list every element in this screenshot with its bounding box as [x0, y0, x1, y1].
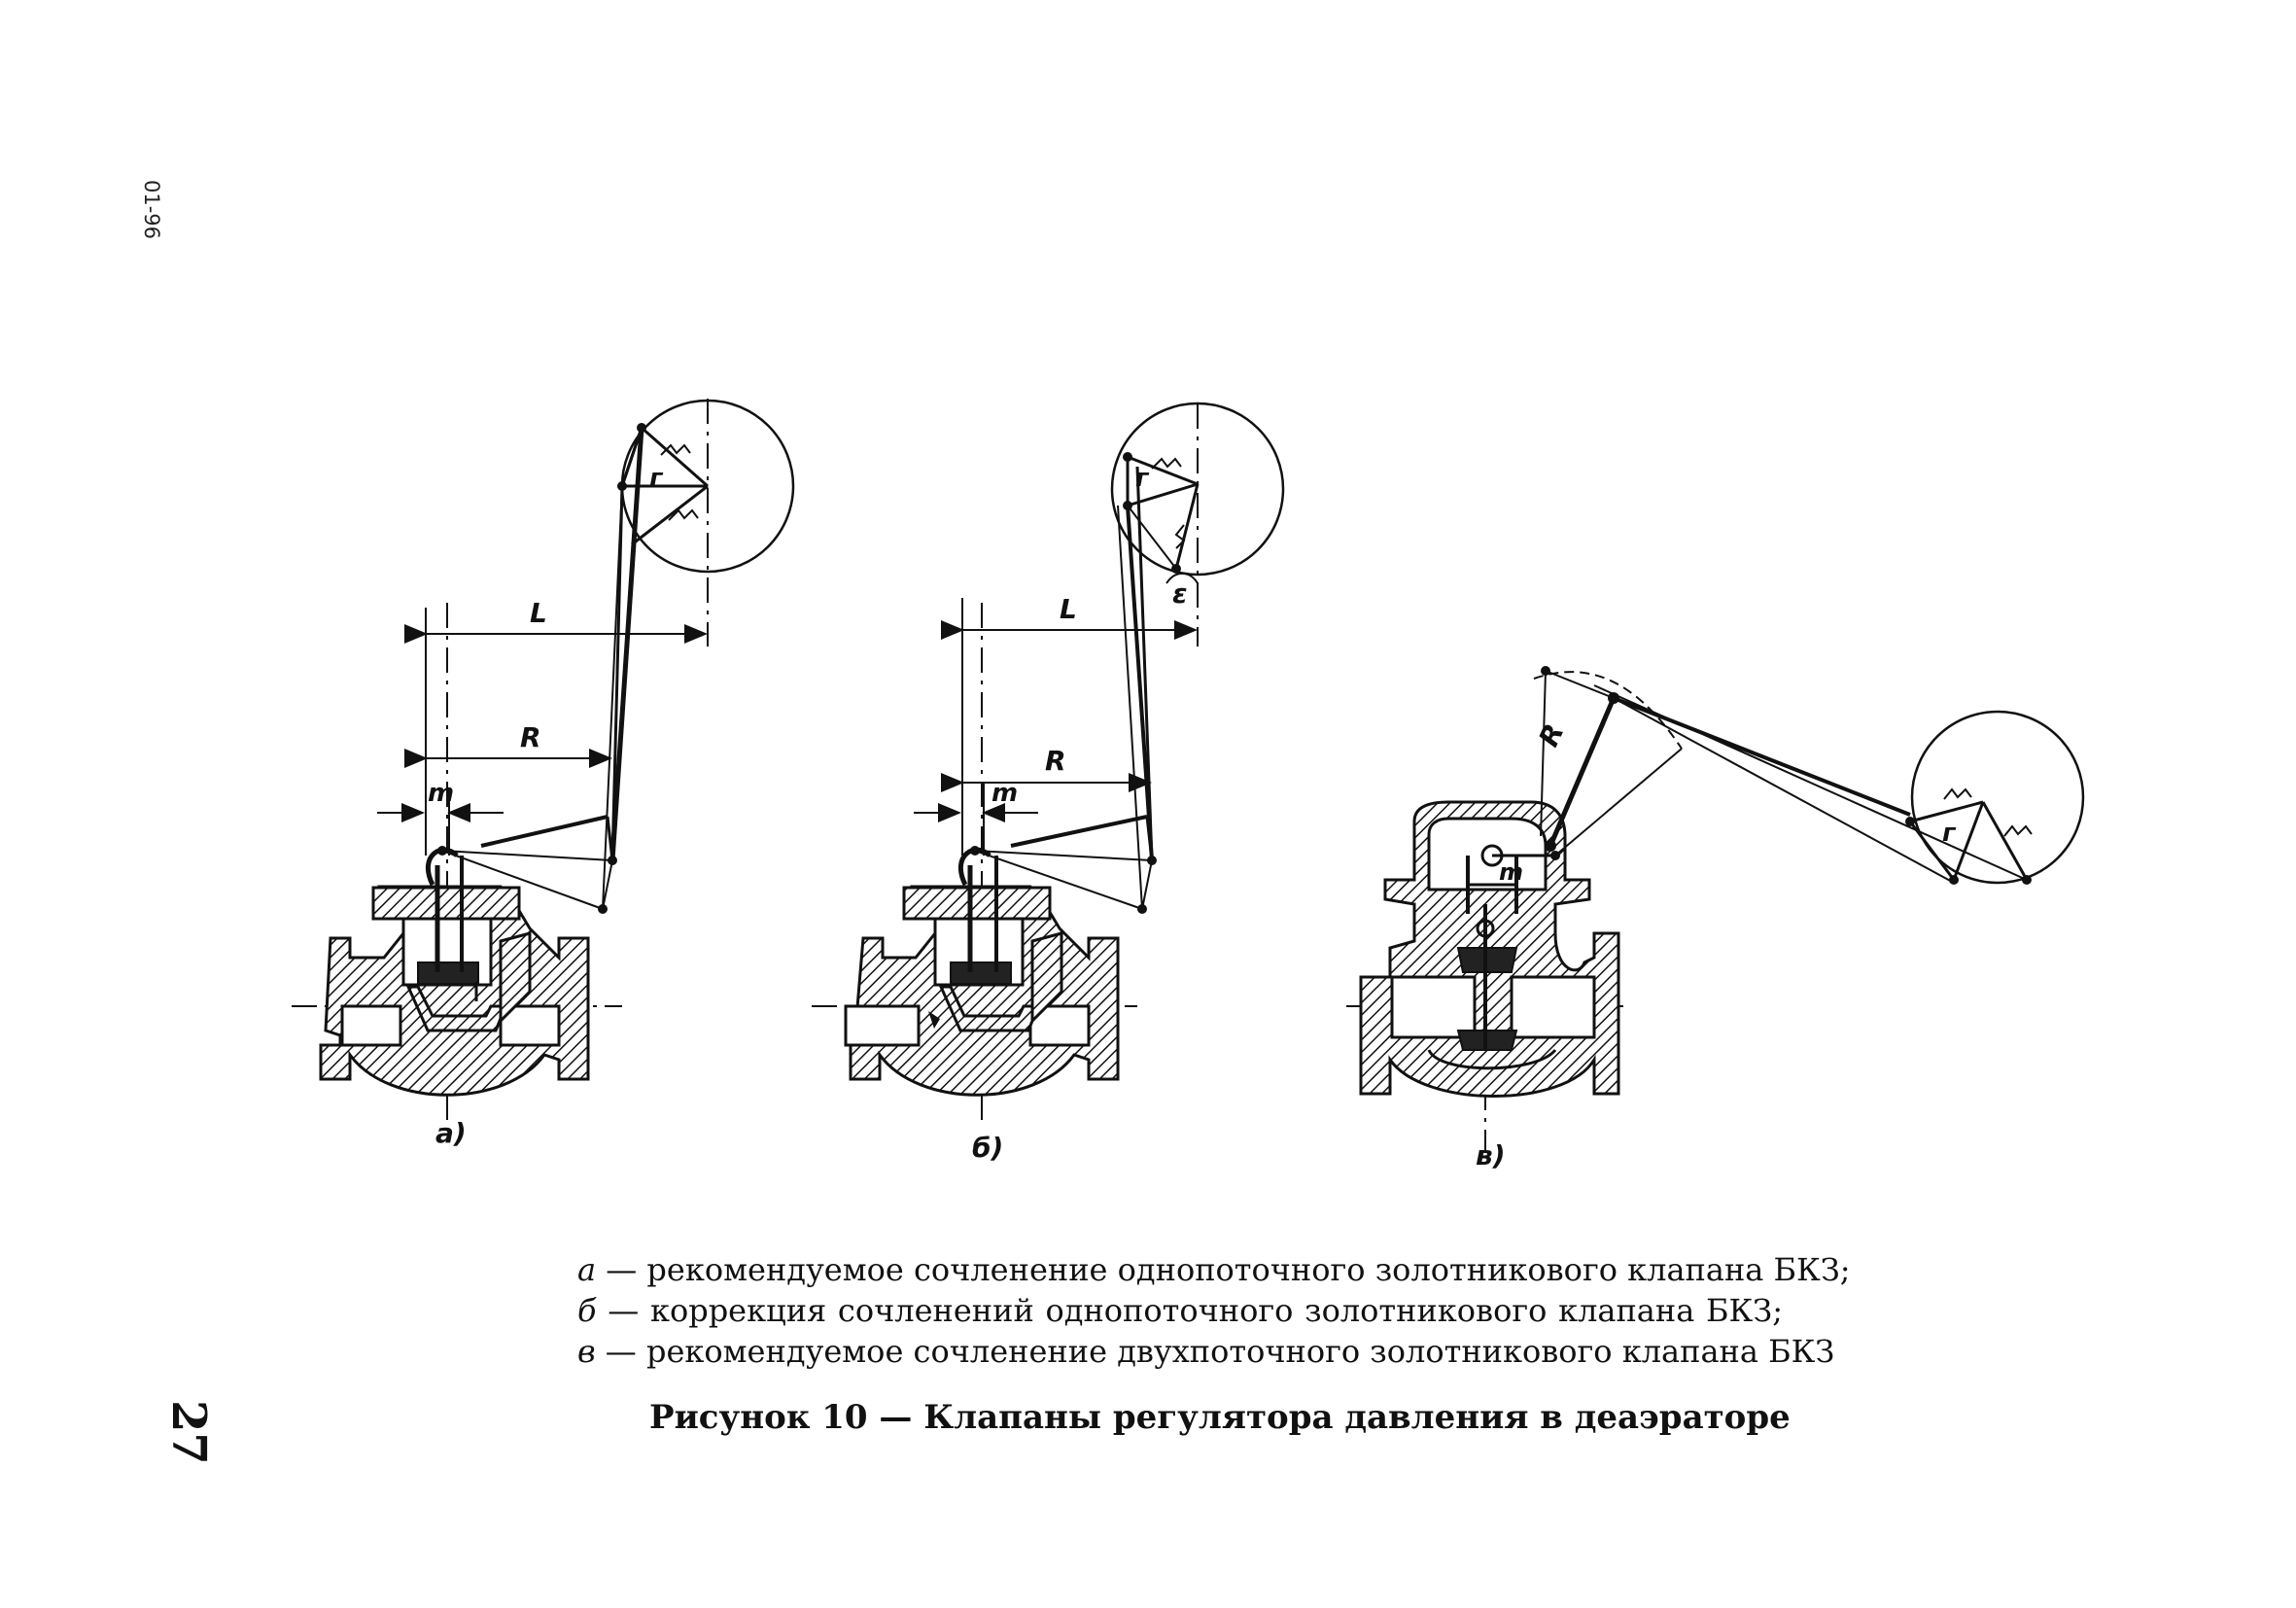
- dim-L-a: L: [530, 597, 547, 629]
- lever-circle-b: г: [1110, 402, 1285, 584]
- valve-body-a: [319, 847, 590, 1097]
- linkage-a: [437, 427, 644, 914]
- dim-m-v: m: [1499, 858, 1523, 886]
- caption-letter-b: б: [577, 1292, 597, 1329]
- dim-R-v: R: [1532, 718, 1570, 751]
- linkage-v: [1492, 666, 2028, 884]
- dim-epsilon-b: ε: [1172, 577, 1188, 610]
- dim-m-b: m: [991, 779, 1018, 808]
- caption-text-a: — рекомендуемое сочленение однопоточного…: [596, 1251, 1851, 1288]
- panel-label-a: а): [435, 1117, 467, 1149]
- panel-v: г R m в): [1346, 666, 2085, 1171]
- circle-label-v: г: [1942, 819, 1957, 848]
- caption-letter-a: а: [577, 1251, 597, 1288]
- figure-caption: а — рекомендуемое сочленение однопоточно…: [577, 1249, 1851, 1372]
- panel-label-b: б): [972, 1132, 1003, 1164]
- panel-label-v: в): [1476, 1139, 1506, 1171]
- circle-label-a: г: [649, 464, 664, 493]
- figure-title: Рисунок 10 — Клапаны регулятора давления…: [649, 1398, 1791, 1437]
- dim-R-a: R: [520, 721, 541, 753]
- panel-a: г L R m а): [292, 399, 795, 1149]
- dimensions-a: L R m: [377, 597, 708, 856]
- valve-body-b: [844, 847, 1120, 1097]
- dim-m-a: m: [428, 779, 454, 808]
- dim-R-b: R: [1045, 745, 1066, 777]
- caption-line-a: а — рекомендуемое сочленение однопоточно…: [577, 1249, 1851, 1290]
- dim-L-b: L: [1060, 593, 1077, 625]
- caption-line-b: б — коррекция сочленений однопоточного з…: [577, 1290, 1783, 1331]
- lever-circle-a: г: [617, 399, 795, 574]
- valve-body-v: [1359, 800, 1620, 1098]
- dimensions-b: L R m ε: [914, 577, 1198, 856]
- lever-circle-v: г: [1905, 710, 2085, 885]
- caption-letter-v: в: [577, 1333, 596, 1370]
- caption-line-v: в — рекомендуемое сочленение двухпоточно…: [577, 1331, 1834, 1372]
- panel-b: г L R m ε б): [812, 402, 1285, 1164]
- caption-text-v: — рекомендуемое сочленение двухпоточного…: [595, 1333, 1835, 1370]
- caption-text-b: — коррекция сочленений однопоточного зол…: [596, 1292, 1783, 1329]
- linkage-b: [970, 466, 1157, 914]
- circle-label-b: г: [1135, 464, 1150, 493]
